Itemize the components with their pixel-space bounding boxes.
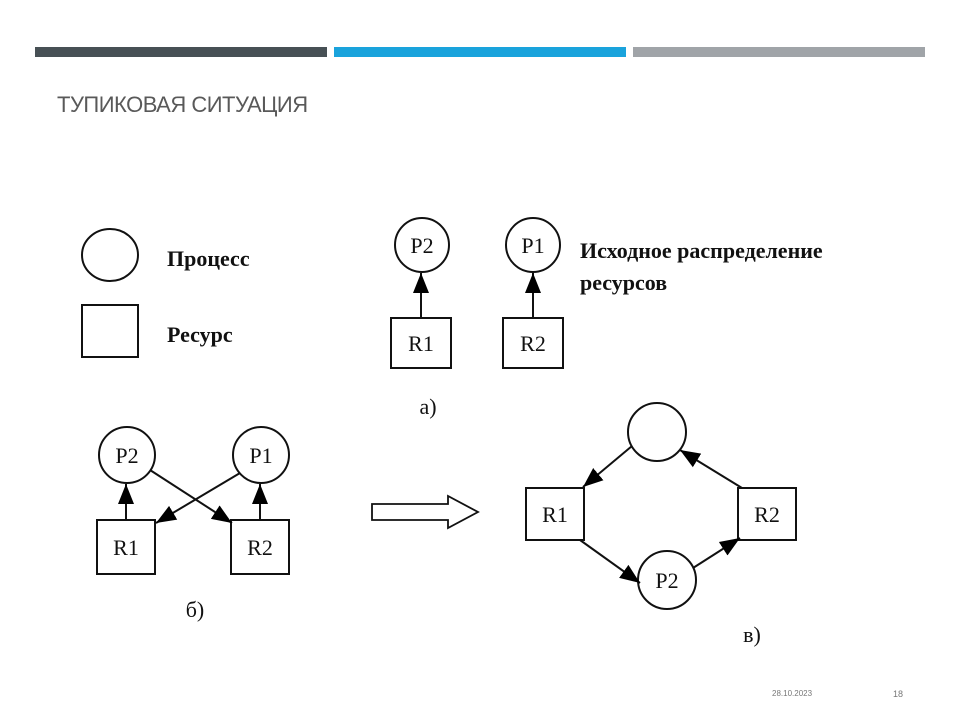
a-p1-node: [505, 217, 561, 273]
c-r2-label: R2: [754, 502, 780, 527]
b-p2-label: P2: [115, 443, 138, 468]
a-caption-line1: Исходное распределение: [580, 238, 823, 263]
c-arrow-r1-p2: [579, 539, 641, 584]
c-r1-label: R1: [542, 502, 568, 527]
footer-date: 28.10.2023: [772, 689, 813, 698]
c-arrow-p2-r2: [692, 537, 741, 569]
a-p2-label: P2: [410, 233, 433, 258]
b-r2-label: R2: [247, 535, 273, 560]
a-caption-line2: ресурсов: [580, 270, 667, 295]
c-arrow-p-r1: [582, 445, 633, 488]
transition-arrow: [371, 494, 480, 530]
a-r2-label: R2: [520, 331, 546, 356]
a-p2-node: [394, 217, 450, 273]
b-p1-label: P1: [249, 443, 272, 468]
legend-resource-square: [81, 304, 139, 358]
c-r1-node: [525, 487, 585, 541]
b-p2-node: [98, 426, 156, 484]
header-bar-blue: [334, 47, 626, 57]
b-arrow-p2-r2: [149, 469, 233, 524]
header-bar-gray: [633, 47, 925, 57]
c-label: в): [743, 622, 761, 647]
b-arrow-p1-r1: [155, 472, 241, 524]
a-label: а): [419, 394, 436, 419]
b-label: б): [186, 597, 205, 622]
page-number: 18: [893, 689, 904, 699]
c-process-node: [627, 402, 687, 462]
header-bar-dark: [35, 47, 327, 57]
c-arrow-r2-p: [679, 449, 743, 489]
b-p1-node: [232, 426, 290, 484]
c-p2-label: P2: [655, 568, 678, 593]
slide-title: ТУПИКОВАЯ СИТУАЦИЯ: [57, 92, 308, 117]
a-r1-label: R1: [408, 331, 434, 356]
a-p1-label: P1: [521, 233, 544, 258]
b-r1-label: R1: [113, 535, 139, 560]
legend-process-label: Процесс: [167, 246, 250, 271]
c-r2-node: [737, 487, 797, 541]
legend-resource-label: Ресурс: [167, 322, 233, 347]
legend-process-circle: [81, 228, 139, 282]
